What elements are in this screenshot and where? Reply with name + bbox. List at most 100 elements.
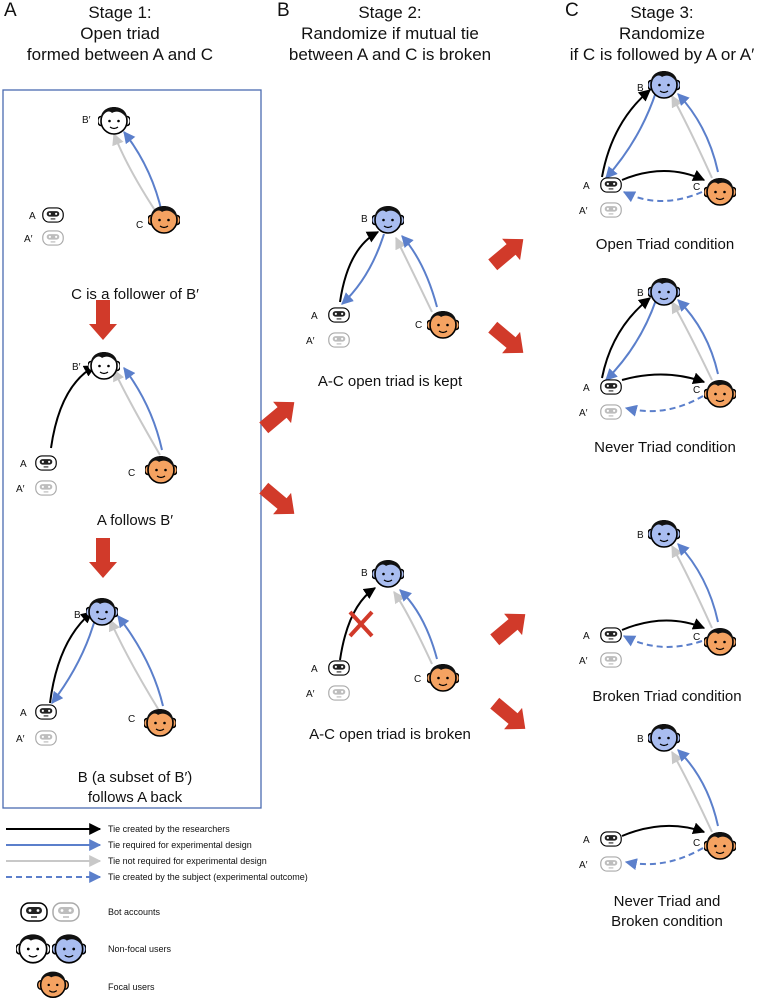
- label-b: B: [361, 214, 368, 225]
- bot-a-prime-icon: [328, 685, 350, 701]
- stage3-open-triad: B C A A′: [579, 70, 736, 218]
- label-c: C: [136, 220, 143, 231]
- legend-label-non-focal: Non-focal users: [108, 944, 172, 954]
- caption-a-follows: A follows B′: [96, 512, 174, 529]
- label-a-prime: A′: [579, 408, 588, 419]
- flow-arrow-open: [483, 228, 533, 276]
- label-c: C: [693, 632, 700, 643]
- bot-a-icon: [328, 660, 350, 676]
- label-a-prime: A′: [24, 234, 33, 245]
- label-a-prime: A′: [16, 734, 25, 745]
- label-b-prime: B′: [72, 362, 81, 373]
- stage2-title: Stage 2: Randomize if mutual tie between…: [288, 3, 492, 64]
- bot-a-icon: [35, 455, 57, 471]
- bot-a-prime-icon: [42, 230, 64, 246]
- stage2-broken-scene: B C A A′: [306, 559, 459, 701]
- bot-a-prime-icon: [600, 652, 622, 668]
- label-a: A: [20, 459, 27, 470]
- label-a: A: [311, 664, 318, 675]
- label-a: A: [583, 383, 590, 394]
- label-a-prime: A′: [579, 860, 588, 871]
- flow-arrow-broken: [254, 477, 304, 525]
- bot-a-icon: [600, 831, 622, 847]
- c-focal-icon: [704, 379, 736, 408]
- stage1-frame: [2, 89, 262, 809]
- stage3-broken-triad: B C A A′: [579, 519, 736, 668]
- caption-open-triad: Open Triad condition: [595, 236, 735, 253]
- bot-a-icon: [600, 379, 622, 395]
- caption-never-triad: Never Triad condition: [594, 439, 736, 456]
- c-focal-icon: [704, 627, 736, 656]
- legend-label-bots: Bot accounts: [108, 907, 161, 917]
- c-focal-icon: [427, 310, 459, 339]
- bot-a-prime-icon: [600, 856, 622, 872]
- c-focal-icon: [148, 205, 180, 234]
- b-prime-icon: [98, 106, 130, 135]
- label-c: C: [693, 838, 700, 849]
- flow-arrow-never: [483, 316, 533, 364]
- person-icon: [16, 933, 50, 964]
- c-focal-icon: [704, 177, 736, 206]
- label-a-prime: A′: [579, 656, 588, 667]
- bot-a-icon: [600, 627, 622, 643]
- label-c: C: [128, 714, 135, 725]
- stage1-title: Stage 1: Open triad formed between A and…: [26, 3, 214, 64]
- stage1-scene2: B′ C A A′: [16, 351, 177, 496]
- bot-a-icon: [328, 307, 350, 323]
- label-a-prime: A′: [16, 484, 25, 495]
- label-c: C: [128, 468, 135, 479]
- flow-arrow-kept: [254, 391, 304, 439]
- bot-a-icon: [600, 177, 622, 193]
- legend-label-required: Tie required for experimental design: [108, 840, 252, 850]
- caption-broken-triad: Broken Triad condition: [592, 688, 742, 705]
- label-a: A: [583, 181, 590, 192]
- c-focal-icon: [144, 708, 176, 737]
- bot-icon: [52, 902, 80, 922]
- label-a: A: [20, 708, 27, 719]
- bot-a-icon: [42, 207, 64, 223]
- label-a: A: [583, 631, 590, 642]
- panel-letter-c: C: [565, 0, 579, 21]
- flow-arrow-broken-triad: [485, 603, 535, 651]
- focal-person-icon: [36, 970, 70, 999]
- caption-never-and-broken: Never Triad and Broken condition: [611, 893, 723, 930]
- label-b: B: [637, 83, 644, 94]
- broken-tie-x-icon: [348, 610, 374, 638]
- bot-icon: [20, 902, 48, 922]
- bot-a-prime-icon: [600, 404, 622, 420]
- label-a-prime: A′: [306, 336, 315, 347]
- c-focal-icon: [427, 663, 459, 692]
- person-blue-icon: [52, 933, 86, 964]
- caption-b-follows-back: B (a subset of B′) follows A back: [77, 769, 193, 806]
- label-a-prime: A′: [306, 689, 315, 700]
- b-icon: [648, 277, 680, 306]
- stage3-never-triad: B C A A′: [579, 277, 736, 420]
- stage1-scene3: B C A A′: [16, 597, 176, 746]
- bot-a-prime-icon: [328, 332, 350, 348]
- label-c: C: [415, 320, 422, 331]
- b-icon: [372, 559, 404, 588]
- legend-label-not-required: Tie not required for experimental design: [108, 856, 267, 866]
- bot-a-prime-icon: [600, 202, 622, 218]
- bot-a-prime-icon: [35, 730, 57, 746]
- label-a-prime: A′: [579, 206, 588, 217]
- label-b: B: [637, 734, 644, 745]
- bot-a-prime-icon: [35, 480, 57, 496]
- flow-arrow-never-broken: [485, 692, 535, 740]
- bot-a-icon: [35, 704, 57, 720]
- c-focal-icon: [704, 831, 736, 860]
- label-b-prime: B′: [82, 115, 91, 126]
- caption-broken: A-C open triad is broken: [309, 726, 471, 743]
- b-icon: [648, 70, 680, 99]
- caption-kept: A-C open triad is kept: [317, 373, 463, 390]
- legend-label-subject: Tie created by the subject (experimental…: [108, 872, 308, 882]
- label-a: A: [311, 311, 318, 322]
- label-b: B: [361, 568, 368, 579]
- stage2-kept-scene: B C A A′: [306, 205, 459, 348]
- legend-label-researcher: Tie created by the researchers: [108, 824, 230, 834]
- stage3-title: Stage 3: Randomize if C is followed by A…: [569, 3, 755, 64]
- label-c: C: [414, 674, 421, 685]
- c-focal-icon: [145, 455, 177, 484]
- label-b: B: [637, 288, 644, 299]
